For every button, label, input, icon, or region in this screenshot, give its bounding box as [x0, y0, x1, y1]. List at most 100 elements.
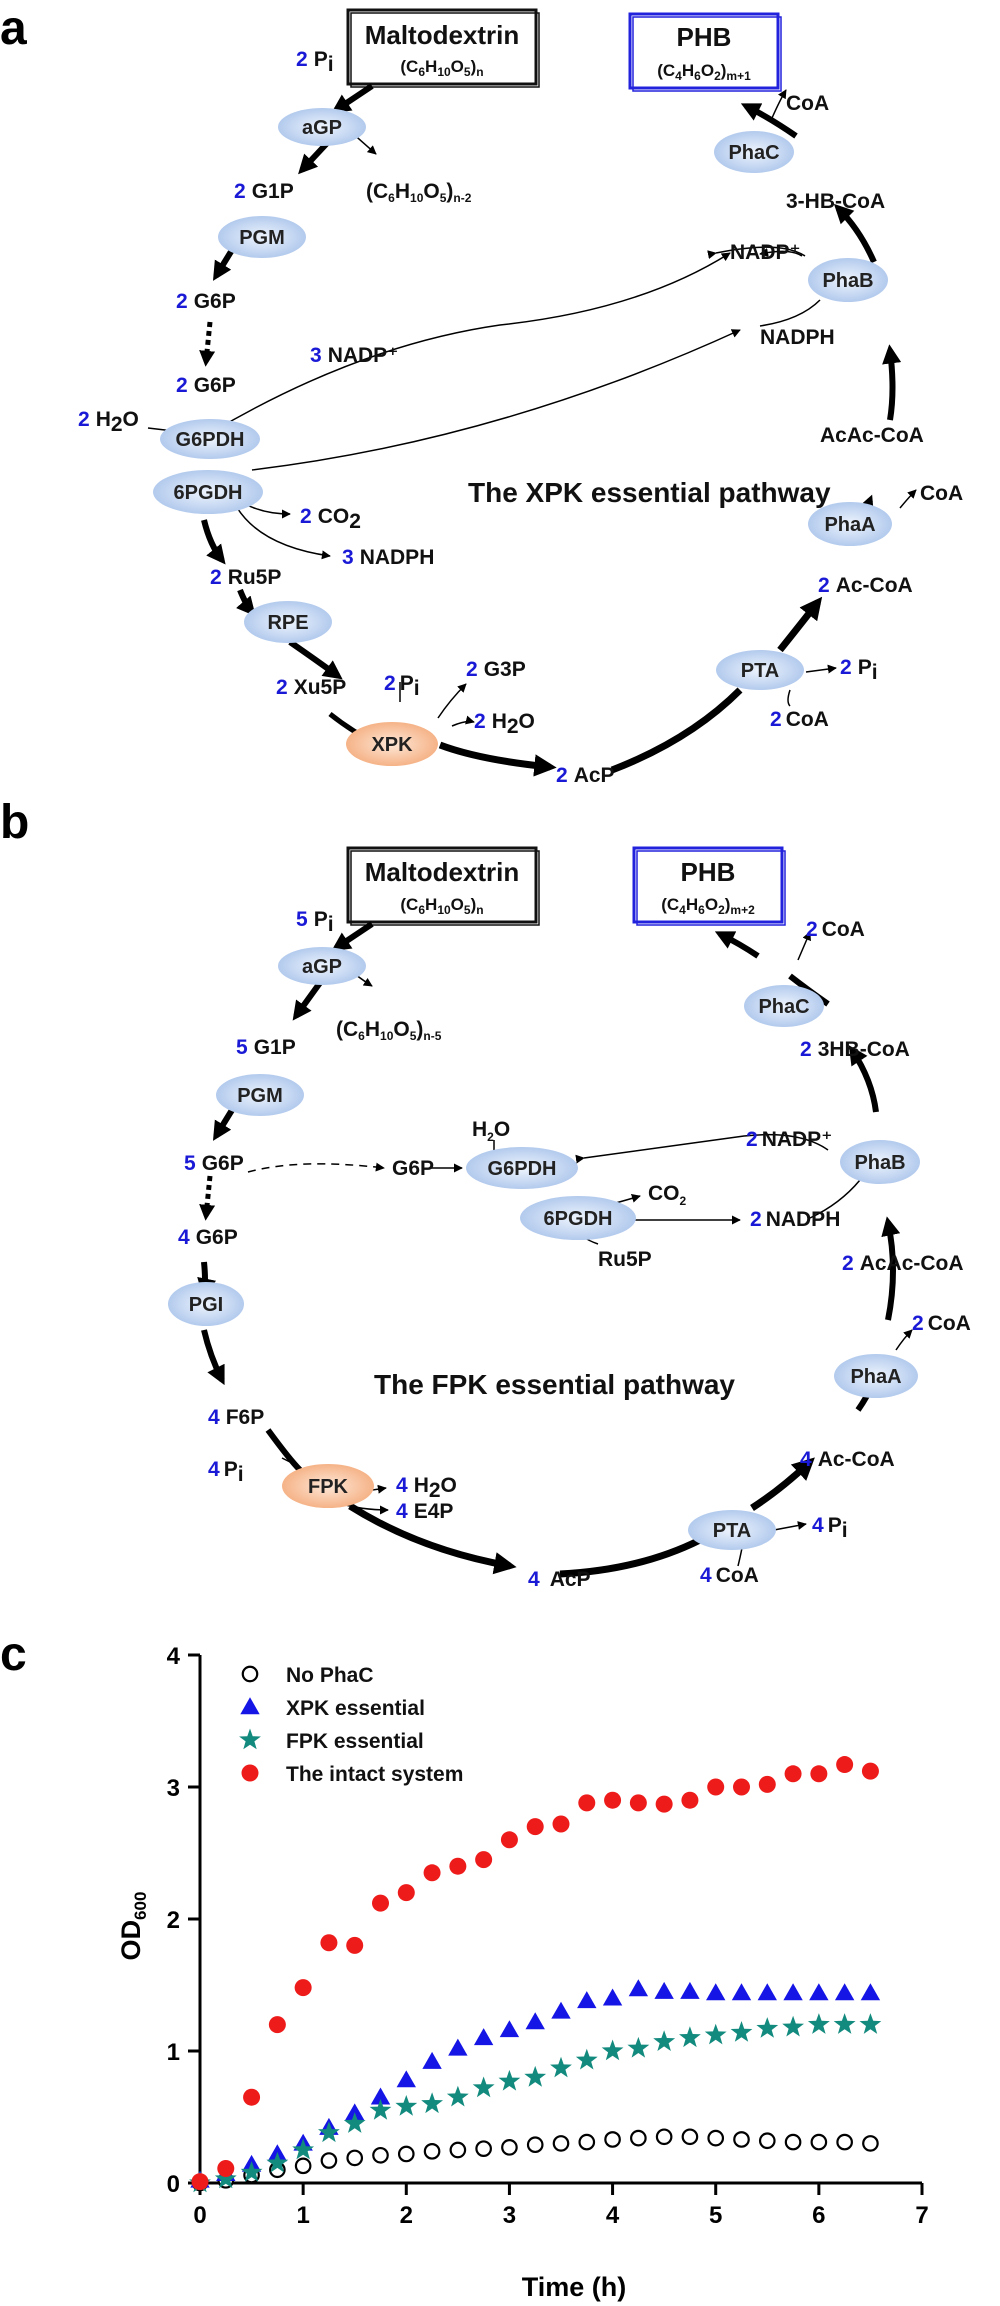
data-point: [859, 2013, 882, 2034]
data-point: [731, 1983, 752, 2001]
svg-text:aGP: aGP: [302, 956, 342, 978]
legend-marker: [240, 1697, 260, 1715]
legend-marker: [239, 1728, 261, 1750]
a-nadph-in: NADPH: [760, 326, 835, 349]
data-point: [809, 1983, 829, 2001]
enzyme-agp-b: aGP: [278, 947, 366, 985]
data-point: [397, 1884, 415, 1902]
data-point: [446, 2085, 469, 2107]
panel-b-arrows: [197, 921, 901, 1578]
chart-marks: [189, 1756, 882, 2193]
data-point: [294, 1979, 312, 1997]
data-point: [526, 1818, 544, 1836]
data-point: [681, 2128, 699, 2146]
data-point: [475, 2140, 492, 2158]
data-point: [525, 2012, 545, 2030]
svg-text:PTA: PTA: [713, 1520, 752, 1542]
data-point: [601, 2039, 624, 2061]
data-point: [345, 2103, 365, 2121]
data-point: [292, 2138, 315, 2160]
data-point: [472, 2076, 495, 2098]
svg-text:PGM: PGM: [237, 1085, 283, 1107]
data-point: [346, 1936, 364, 1954]
y-tick-label: 3: [167, 1775, 180, 1802]
maltodextrin-title-b: Maltodextrin: [365, 857, 520, 887]
panel-b-letter: b: [0, 796, 29, 849]
enzyme-g6pdh-b: G6PDH: [466, 1147, 578, 1189]
data-point: [758, 2132, 776, 2150]
maltodextrin-title: Maltodextrin: [365, 20, 520, 50]
data-point: [421, 2092, 443, 2114]
data-point: [862, 2135, 879, 2152]
data-point: [733, 2131, 750, 2148]
data-point: [733, 1778, 750, 1796]
data-point: [524, 2065, 547, 2087]
data-point: [552, 1815, 570, 1833]
data-point: [449, 2141, 467, 2159]
enzyme-pgi-b: PGI: [168, 1282, 244, 1326]
legend-marker: [241, 1764, 259, 1782]
phb-title-b: PHB: [681, 857, 736, 887]
panel-a: a Maltodextrin (C6H10O5)n PHB (C4H6O2)m+…: [0, 2, 963, 787]
x-tick-label: 5: [709, 2202, 722, 2229]
x-tick-label: 0: [193, 2202, 206, 2229]
data-point: [499, 2020, 520, 2038]
svg-text:FPK: FPK: [308, 1476, 349, 1498]
x-tick-label: 2: [400, 2202, 413, 2229]
panel-a-enzymes: aGP PGM G6PDH 6PGDH RPE XPK PTA PhaA Pha…: [153, 108, 892, 766]
data-point: [243, 2088, 261, 2106]
enzyme-agp: aGP: [278, 108, 366, 146]
b-ru5p: Ru5P: [598, 1248, 652, 1271]
data-point: [500, 1831, 518, 1849]
x-tick-label: 6: [812, 2202, 825, 2229]
data-point: [834, 1983, 855, 2001]
enzyme-phaa-b: PhaA: [834, 1354, 918, 1398]
x-axis-label: Time (h): [522, 2272, 627, 2302]
y-tick-label: 4: [167, 1643, 181, 1670]
data-point: [604, 2131, 621, 2148]
data-point: [628, 1979, 649, 1997]
enzyme-fpk-b: FPK: [282, 1464, 374, 1508]
data-point: [810, 2133, 828, 2151]
legend-label: The intact system: [286, 1763, 463, 1786]
data-point: [704, 2023, 727, 2045]
data-point: [578, 2133, 596, 2151]
b-co2: CO2: [648, 1182, 687, 1208]
data-point: [551, 2001, 571, 2019]
svg-text:6PGDH: 6PGDH: [174, 482, 243, 504]
data-point: [681, 1791, 699, 1809]
data-point: [346, 2149, 364, 2167]
svg-text:PhaC: PhaC: [728, 142, 779, 164]
a-nadp-out: NADP⁺: [730, 241, 801, 264]
a-acac: AcAc-CoA: [820, 424, 924, 447]
data-point: [730, 2021, 753, 2042]
series-2: [189, 2013, 882, 2193]
data-point: [552, 2135, 570, 2152]
svg-text:PhaA: PhaA: [850, 1366, 901, 1388]
legend-label: No PhaC: [286, 1664, 374, 1687]
data-point: [629, 1794, 647, 1812]
data-point: [757, 1983, 777, 2001]
legend-label: FPK essential: [286, 1730, 424, 1753]
